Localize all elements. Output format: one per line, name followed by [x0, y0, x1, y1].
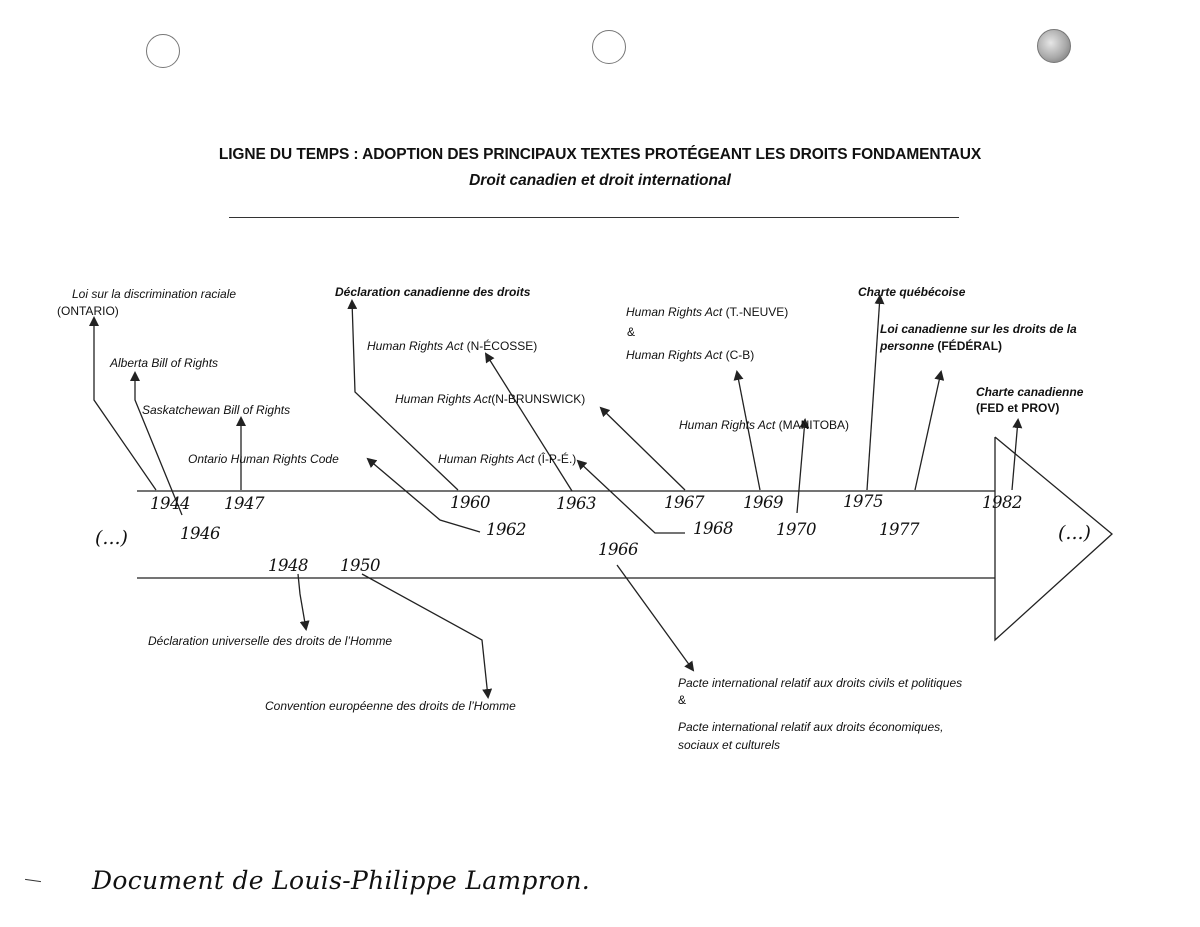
province-text: (MANITOBA)	[778, 418, 850, 432]
label-saskatchewan-bill: Saskatchewan Bill of Rights	[142, 403, 291, 417]
label-charte-canadienne-scope: (FED et PROV)	[976, 401, 1060, 415]
ellipsis-end: (...)	[1058, 522, 1091, 544]
label-declaration-canadienne: Déclaration canadienne des droits	[335, 285, 531, 299]
hra-text: Human Rights Act	[438, 452, 535, 466]
year-1968: 1968	[693, 519, 734, 538]
province-text: (N-ÉCOSSE)	[466, 339, 538, 353]
label-hra-nova-scotia: Human Rights Act (N-ÉCOSSE)	[367, 339, 537, 353]
label-loi-federale-line1: Loi canadienne sur les droits de la	[880, 322, 1077, 336]
ellipsis-start: (...)	[95, 527, 128, 549]
connector-1977	[914, 370, 945, 491]
connector-1946	[130, 371, 183, 516]
connector-1969	[733, 370, 761, 491]
label-pacte-civils: Pacte international relatif aux droits c…	[678, 676, 963, 690]
year-1977: 1977	[879, 520, 920, 539]
hra-text: Human Rights Act	[626, 348, 723, 362]
title-underline	[229, 217, 959, 218]
punch-hole-left	[146, 34, 180, 68]
label-pacte-economiques-line1: Pacte international relatif aux droits é…	[678, 720, 944, 734]
province-text: (C-B)	[725, 348, 755, 362]
label-ampersand-canadian: &	[627, 325, 636, 339]
label-charte-quebecoise: Charte québécoise	[858, 285, 966, 299]
label-ampersand-international: &	[678, 693, 687, 707]
province-text: (T.-NEUVE)	[725, 305, 789, 319]
connector-1950	[361, 573, 493, 699]
connector-1970	[796, 418, 810, 514]
label-ontario-code: Ontario Human Rights Code	[188, 452, 339, 466]
year-1962: 1962	[486, 520, 527, 539]
label-hra-manitoba: Human Rights Act (MANITOBA)	[679, 418, 849, 432]
year-1950: 1950	[340, 556, 381, 575]
label-loi-federale-line2: personne (FÉDÉRAL)	[880, 339, 1002, 353]
loi-federale-scope: (FÉDÉRAL)	[937, 339, 1003, 353]
year-1960: 1960	[450, 493, 491, 512]
label-ontario-discrimination: Loi sur la discrimination raciale	[72, 287, 237, 301]
hra-text: Human Rights Act	[626, 305, 723, 319]
year-1970: 1970	[776, 520, 817, 539]
connector-1962	[366, 457, 481, 533]
year-1982: 1982	[982, 493, 1023, 512]
label-charte-canadienne: Charte canadienne	[976, 385, 1084, 399]
signature-handwritten: Document de Louis-Philippe Lampron.	[92, 866, 590, 895]
punch-hole-center	[592, 30, 626, 64]
label-declaration-universelle: Déclaration universelle des droits de l’…	[148, 634, 393, 648]
label-alberta-bill: Alberta Bill of Rights	[110, 356, 219, 370]
document-title: LIGNE DU TEMPS : ADOPTION DES PRINCIPAUX…	[218, 146, 982, 163]
label-ontario-discrimination-province: (ONTARIO)	[57, 304, 119, 318]
year-1963: 1963	[556, 494, 597, 513]
timeline-arrowhead-shape	[994, 436, 1113, 642]
hra-text: Human Rights Act	[367, 339, 464, 353]
label-convention-europeenne: Convention européenne des droits de l’Ho…	[265, 699, 516, 713]
year-1967: 1967	[664, 493, 705, 512]
year-1944: 1944	[150, 494, 191, 513]
label-pacte-economiques-line2: sociaux et culturels	[678, 738, 781, 752]
connector-1948	[297, 573, 310, 631]
year-1969: 1969	[743, 493, 784, 512]
label-hra-pei: Human Rights Act (Î-P-É.)	[438, 452, 576, 466]
label-hra-bc: Human Rights Act (C-B)	[626, 348, 754, 362]
connector-1966	[616, 564, 695, 672]
connector-1975	[866, 294, 885, 491]
year-1975: 1975	[843, 492, 884, 511]
connector-1967	[599, 406, 686, 491]
hra-text: Human Rights Act	[395, 392, 492, 406]
connector-1968	[576, 459, 685, 534]
connector-1960	[347, 299, 459, 491]
connector-1982	[1011, 418, 1023, 491]
year-1947: 1947	[224, 494, 265, 513]
label-hra-newfoundland: Human Rights Act (T.-NEUVE)	[626, 305, 788, 319]
punch-hole-right	[1037, 29, 1071, 63]
hra-text: Human Rights Act	[679, 418, 776, 432]
document-subtitle: Droit canadien et droit international	[469, 172, 731, 189]
province-text: (Î-P-É.)	[537, 452, 577, 466]
province-text: (N-BRUNSWICK)	[491, 392, 586, 406]
label-hra-new-brunswick: Human Rights Act(N-BRUNSWICK)	[395, 392, 585, 406]
connector-1944	[89, 316, 157, 491]
loi-federale-personne: personne	[880, 339, 935, 353]
connector-1963	[484, 352, 573, 492]
year-1946: 1946	[180, 524, 221, 543]
year-1966: 1966	[598, 540, 639, 559]
year-1948: 1948	[268, 556, 309, 575]
